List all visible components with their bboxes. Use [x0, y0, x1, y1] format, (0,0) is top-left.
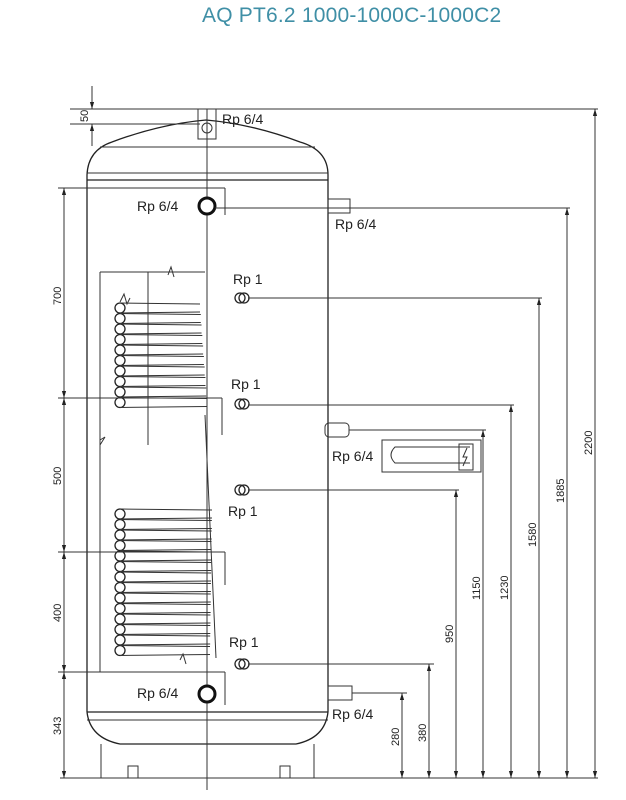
coil-turn	[114, 375, 126, 388]
coil-turn	[114, 634, 126, 646]
reference-lines	[58, 108, 598, 779]
product-title: AQ PT6.2 1000-1000C-1000C2	[202, 4, 502, 27]
coil-turn	[114, 333, 126, 346]
connection-label: Rp 6/4	[222, 111, 263, 127]
dimension-label: 950	[444, 625, 456, 643]
connection-label: Rp 1	[233, 271, 263, 287]
dimension-label: 343	[52, 717, 64, 735]
dimension-label: 50	[79, 110, 91, 122]
dimension-label: 400	[52, 604, 64, 622]
coil-tube	[119, 624, 211, 635]
dimension-label: 1230	[499, 576, 511, 600]
connection-label: Rp 1	[231, 376, 261, 392]
coil-turn	[114, 518, 126, 531]
connection-label: Rp 6/4	[332, 706, 373, 722]
dimension-label: 500	[52, 467, 64, 485]
coil-turn	[114, 312, 126, 325]
right-dimensions: 280 380 950 1150 1230 1580 1885 2200	[390, 109, 598, 778]
coil-tube	[119, 365, 205, 377]
coil-tube	[119, 323, 202, 335]
coil-turn	[114, 644, 126, 657]
coil-turn	[114, 354, 126, 367]
connection-label: Rp 6/4	[332, 448, 373, 464]
coil-turn	[114, 508, 126, 520]
coil-turn	[114, 571, 126, 583]
left-dimensions: 50 700 500 400 343	[52, 86, 95, 778]
connection-label: Rp 6/4	[335, 216, 376, 232]
coil-turn	[114, 529, 126, 541]
coil-turn	[114, 396, 126, 409]
coil-tube	[119, 386, 207, 398]
coil-turn	[114, 344, 126, 356]
coil-turn	[114, 581, 126, 594]
coil-tube	[119, 613, 211, 625]
coil-tube	[119, 344, 204, 356]
coil-turn	[114, 323, 126, 335]
tank-outline	[86, 108, 329, 790]
connection-label: Rp 6/4	[137, 685, 178, 701]
dimension-label: 280	[390, 728, 402, 746]
coil-turn	[114, 386, 126, 398]
coil-tube	[119, 592, 211, 604]
coil-tube	[119, 540, 212, 551]
coil-tube	[119, 634, 211, 646]
connection-label: Rp 1	[229, 634, 259, 650]
coil-turn	[114, 365, 126, 377]
coil-tube	[119, 302, 201, 314]
connection-ports	[197, 196, 482, 704]
dimension-label: 700	[52, 287, 64, 305]
connection-label: Rp 1	[228, 503, 258, 519]
coil-turn	[114, 560, 126, 573]
coil-tube	[119, 519, 212, 530]
coil-tube	[119, 561, 212, 572]
coil-turn	[114, 623, 126, 636]
coil-turn	[114, 302, 126, 314]
dimension-label: 380	[417, 724, 429, 742]
coil-tube	[119, 603, 211, 614]
dimension-label: 1580	[527, 523, 539, 547]
connection-label: Rp 6/4	[137, 198, 178, 214]
sensor-sleeves	[204, 188, 226, 705]
dimension-label: 1885	[555, 479, 567, 503]
coil-tube	[119, 645, 211, 656]
coil-tube	[119, 571, 212, 583]
coil-turn	[114, 592, 126, 604]
coil-tube	[119, 334, 203, 345]
coil-tube	[119, 376, 206, 387]
lower-heat-exchanger-coil	[99, 436, 213, 672]
dimension-label: 2200	[583, 431, 595, 455]
coil-tube	[119, 529, 212, 541]
coil-turn	[114, 602, 126, 615]
electric-heater	[381, 439, 482, 473]
coil-turn	[114, 539, 126, 552]
coil-tube	[119, 355, 204, 366]
upper-heat-exchanger-coil	[99, 265, 208, 445]
dimension-label: 1150	[471, 576, 483, 600]
coil-tube	[119, 313, 201, 324]
coil-tube	[119, 397, 208, 408]
coil-tube	[119, 582, 211, 593]
coil-tube	[119, 508, 213, 520]
coil-turn	[114, 613, 126, 625]
